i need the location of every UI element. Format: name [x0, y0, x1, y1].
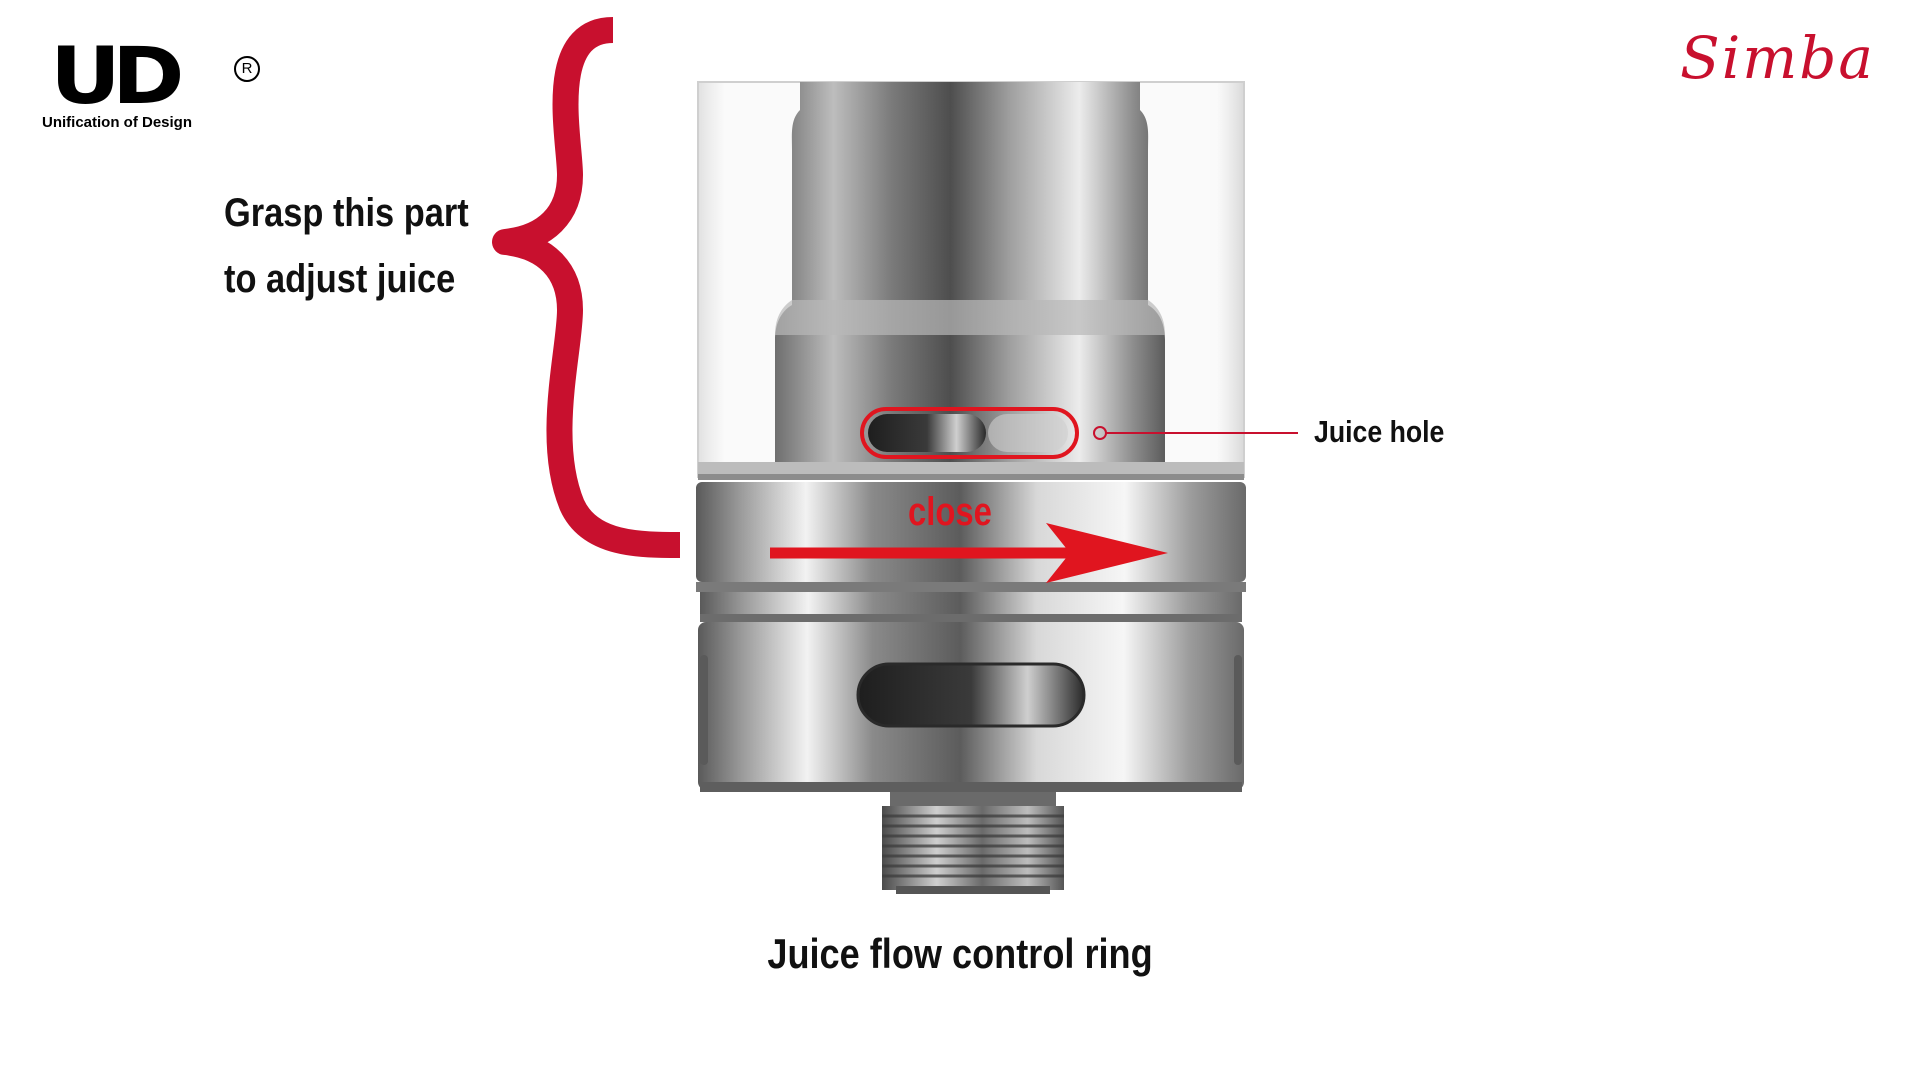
- thread-connector: [890, 792, 1056, 806]
- ring-caption-text: Juice flow control ring: [767, 930, 1153, 977]
- grasp-instruction: Grasp this part to adjust juice: [224, 180, 524, 312]
- ud-logo-mark: UD: [50, 32, 185, 122]
- chimney-top: [775, 82, 1165, 470]
- registered-mark: R: [234, 56, 260, 82]
- ud-tagline: Unification of Design: [42, 114, 192, 131]
- ud-logo: UD R: [40, 28, 260, 138]
- juice-hole-outline: [860, 407, 1079, 459]
- ring-caption: Juice flow control ring: [0, 930, 1920, 978]
- airflow-slot: [856, 662, 1086, 728]
- grasp-instruction-line-1: Grasp this part: [224, 191, 469, 235]
- chimney-shoulder: [775, 300, 1165, 335]
- curly-brace-icon: [492, 17, 681, 558]
- juice-hole-label: Juice hole: [1314, 414, 1445, 449]
- simba-logo: Simba: [1680, 24, 1875, 92]
- grasp-instruction-line-2: to adjust juice: [224, 257, 456, 301]
- juice-hole-slot: [868, 414, 986, 452]
- close-direction-label: close: [908, 490, 992, 534]
